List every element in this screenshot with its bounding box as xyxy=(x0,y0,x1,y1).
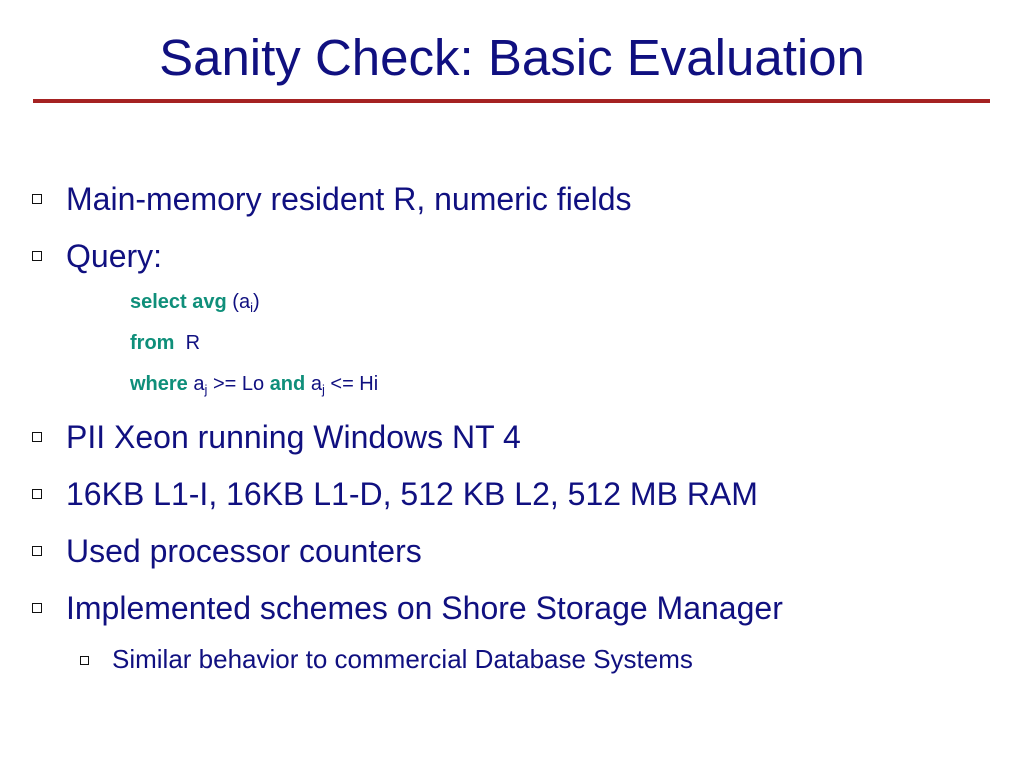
subscript: i xyxy=(250,300,253,315)
square-bullet-icon xyxy=(80,656,89,665)
sql-text: a xyxy=(310,373,322,395)
subscript: j xyxy=(204,382,208,397)
square-bullet-icon xyxy=(32,546,42,556)
square-bullet-icon xyxy=(32,251,42,261)
query-line-select: select avg (ai) xyxy=(130,289,260,315)
sql-keyword: where xyxy=(130,373,188,395)
bullet-text: Query: xyxy=(66,238,163,274)
sql-text: ) xyxy=(252,291,260,313)
bullet-text: 16KB L1-I, 16KB L1-D, 512 KB L2, 512 MB … xyxy=(66,476,758,512)
sql-text: <= Hi xyxy=(330,373,379,395)
square-bullet-icon xyxy=(32,194,42,204)
square-bullet-icon xyxy=(32,603,42,613)
bullet-text: Used processor counters xyxy=(66,533,422,569)
query-line-from: from R xyxy=(130,330,200,356)
sql-text: a xyxy=(193,373,205,395)
sql-keyword: and xyxy=(269,373,306,395)
sql-keyword: from xyxy=(130,332,175,354)
square-bullet-icon xyxy=(32,432,42,442)
title-divider xyxy=(33,99,990,103)
bullet-text: Main-memory resident R, numeric fields xyxy=(66,181,632,217)
bullet-text: PII Xeon running Windows NT 4 xyxy=(66,419,521,455)
sql-text: R xyxy=(185,332,201,354)
subscript: j xyxy=(321,382,325,397)
sub-bullet-text: Similar behavior to commercial Database … xyxy=(112,644,693,674)
bullet-text: Implemented schemes on Shore Storage Man… xyxy=(66,590,783,626)
query-line-where: where aj >= Lo and aj <= Hi xyxy=(130,371,378,397)
sql-text: (a xyxy=(232,291,251,313)
sql-text: >= Lo xyxy=(212,373,265,395)
sql-keyword: select avg xyxy=(130,291,227,313)
slide-title: Sanity Check: Basic Evaluation xyxy=(159,29,865,86)
square-bullet-icon xyxy=(32,489,42,499)
